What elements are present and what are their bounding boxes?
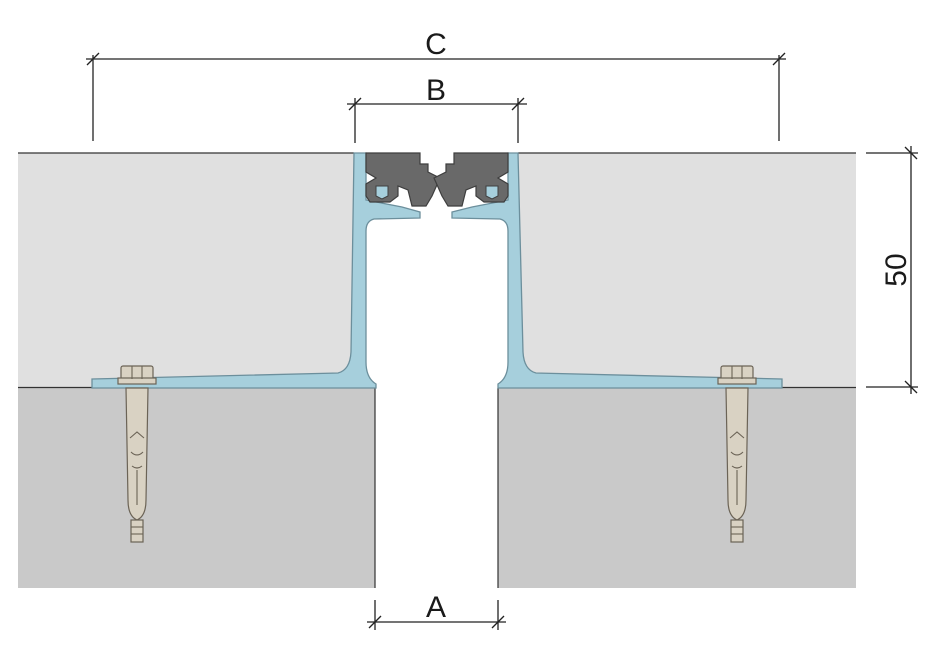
insert-right-half: [433, 152, 509, 207]
dimension-b: B: [347, 74, 527, 143]
profile-left: [91, 152, 421, 389]
screed-left: [18, 153, 354, 387]
anchor-bolt-left: [117, 365, 157, 543]
concrete-slab: [18, 388, 856, 588]
dimension-height: 50: [866, 146, 918, 394]
rubber-insert: [365, 152, 509, 207]
screed-layer: [18, 153, 856, 387]
insert-left-half: [365, 152, 441, 207]
dimension-a: A: [367, 591, 506, 630]
anchor-bolt-right: [717, 365, 757, 543]
dimension-b-label: B: [426, 74, 446, 107]
screed-right: [518, 153, 856, 387]
dimension-c: C: [86, 28, 786, 141]
slab-right: [498, 388, 856, 588]
dimension-a-label: A: [426, 591, 446, 624]
dimension-height-label: 50: [880, 253, 913, 286]
insert-holes: [375, 185, 499, 200]
profile-right: [451, 152, 783, 389]
slab-left: [18, 388, 375, 588]
dimension-c-label: C: [425, 28, 447, 61]
